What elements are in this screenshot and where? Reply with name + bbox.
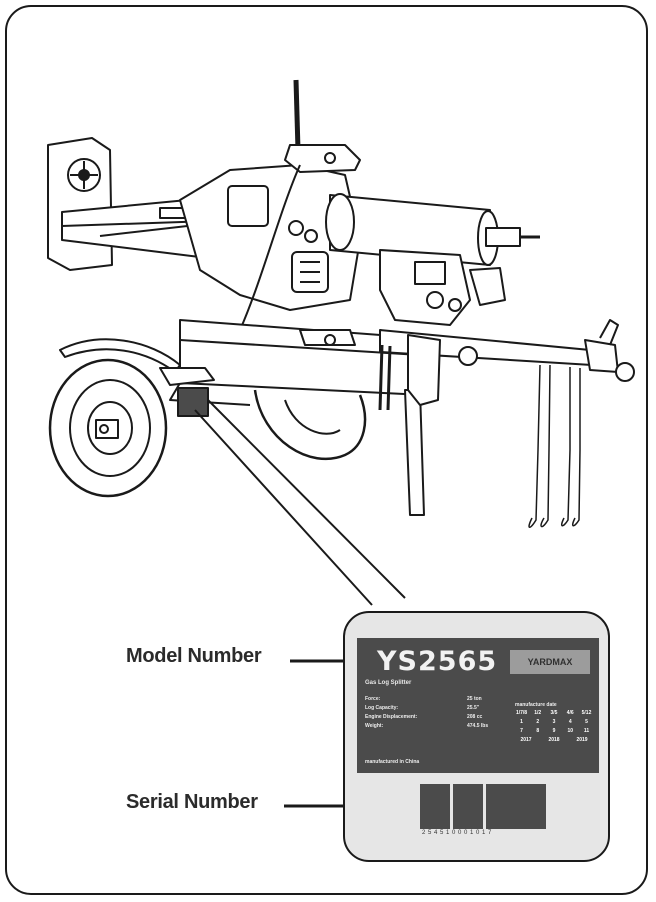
safety-chains <box>528 364 581 528</box>
serial-digits: 2 5 4 5 1 0 0 0 1 0 1 7 <box>422 830 492 836</box>
plate-brand-logo: YARDMAX <box>510 650 590 674</box>
wedge-plate <box>47 137 113 271</box>
date-cell: 2 <box>536 719 540 725</box>
date-cell: 3/5 <box>550 710 558 716</box>
date-cell: 7 <box>520 728 523 734</box>
spec-name: Weight: <box>365 723 384 729</box>
model-plate: YS2565 YARDMAX Gas Log Splitter Force: 2… <box>357 638 599 773</box>
date-cell: 4/6 <box>566 710 574 716</box>
serial-number-box <box>420 784 450 829</box>
engine <box>179 164 361 311</box>
manufacture-date-label: manufacture date <box>515 702 557 708</box>
serial-number-box <box>453 784 483 829</box>
right-wheel <box>253 389 367 461</box>
date-row: 7 8 9 10 11 <box>515 728 593 734</box>
plate-model-number: YS2565 <box>377 646 498 677</box>
spec-value: 474.5 lbs <box>467 723 489 729</box>
hydraulic-cylinder <box>325 193 540 266</box>
plate-footer: manufactured in China <box>365 759 420 765</box>
date-cell: 5 <box>585 719 588 725</box>
date-cell: 3 <box>552 719 556 725</box>
spec-value: 208 cc <box>467 714 483 720</box>
pump-assembly <box>379 249 506 326</box>
frame-label-plate <box>177 387 209 417</box>
spec-name: Force: <box>365 696 381 702</box>
date-cell: 1/2 <box>534 710 542 716</box>
date-row: 2017 2018 2019 <box>515 737 593 743</box>
date-row: 1/7/8 1/2 3/5 4/6 5/12 <box>515 710 593 716</box>
spec-name: Log Capacity: <box>365 705 399 711</box>
date-cell: 2018 <box>548 737 560 743</box>
date-cell: 10 <box>567 728 574 734</box>
date-cell: 2017 <box>520 737 532 743</box>
left-wheel <box>48 358 168 498</box>
plate-subtitle: Gas Log Splitter <box>365 680 412 686</box>
date-cell: 1/7/8 <box>515 710 528 716</box>
manufacture-date-grid: 1/7/8 1/2 3/5 4/6 5/12 1 2 3 4 5 7 8 9 1… <box>515 710 593 746</box>
spec-value: 25 ton <box>467 696 482 702</box>
chassis <box>169 319 426 406</box>
spec-name: Engine Displacement: <box>365 714 418 720</box>
stand-leg <box>378 334 441 516</box>
date-row: 1 2 3 4 5 <box>515 719 593 725</box>
model-number-label: Model Number <box>126 645 262 667</box>
date-cell: 11 <box>583 728 590 734</box>
date-cell: 2019 <box>576 737 588 743</box>
date-cell: 4 <box>568 719 572 725</box>
date-cell: 5/12 <box>581 710 592 716</box>
control-lever <box>213 79 361 342</box>
date-cell: 8 <box>536 728 540 734</box>
date-cell: 9 <box>552 728 556 734</box>
leader-lines <box>194 399 406 606</box>
serial-number-label: Serial Number <box>126 791 258 813</box>
fender <box>59 338 215 386</box>
spec-value: 25.5" <box>467 705 480 711</box>
date-cell: 1 <box>520 719 523 725</box>
serial-number-box <box>486 784 546 829</box>
